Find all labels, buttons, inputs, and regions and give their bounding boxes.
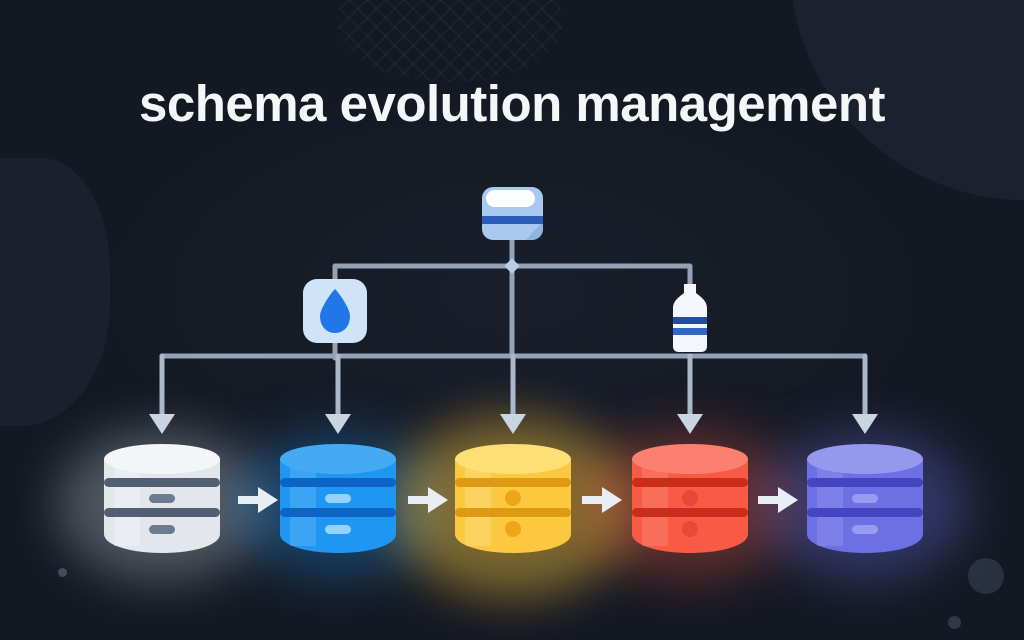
drawer-dot [505,521,521,537]
down-arrowhead-icon [500,414,526,434]
database-red [632,444,748,553]
background-dot-left [58,568,67,577]
diamond-icon [303,279,367,343]
right-arrow-icon [582,487,622,513]
database-white [104,444,220,553]
right-arrow-icon [758,487,798,513]
database-yellow [455,444,571,553]
drawer-dot [682,521,698,537]
drawer-handle [852,525,878,534]
drawer-handle [149,494,175,503]
drawer-handle [325,494,351,503]
drawer-handle [852,494,878,503]
down-arrowhead-icon [149,414,175,434]
junction-node [504,258,520,274]
drawer-dot [682,490,698,506]
drawer-handle [325,525,351,534]
background-dot-small [948,616,961,629]
database-blue [280,444,396,553]
background-dot-large [968,558,1004,594]
database-node-icon [482,187,543,240]
down-arrowhead-icon [852,414,878,434]
database-purple [807,444,923,553]
drawer-dot [505,490,521,506]
page-title: schema evolution management [138,75,886,132]
bottle-icon [673,284,707,352]
drawer-handle [149,525,175,534]
down-arrowhead-icon [677,414,703,434]
down-arrow-heads [149,414,878,434]
down-arrowhead-icon [325,414,351,434]
right-arrow-icon [238,487,278,513]
right-arrow-icon [408,487,448,513]
